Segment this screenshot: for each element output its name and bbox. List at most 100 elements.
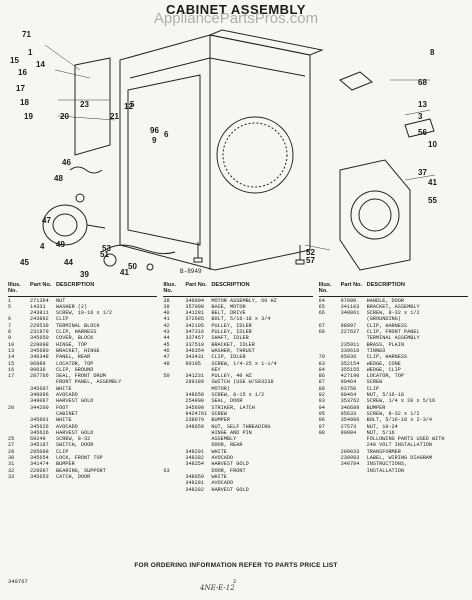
part-description: SCREW, 8-15 x 1/2 <box>211 392 265 399</box>
illus-number: 47 <box>163 354 170 361</box>
part-description: NUT <box>56 297 66 304</box>
part-number: 97090 <box>340 297 357 304</box>
illus-number: 5 <box>8 303 12 310</box>
illus-number: 20 <box>8 404 15 411</box>
part-description: CLIP <box>56 316 69 323</box>
part-description: CLIP, IDLER <box>211 354 246 361</box>
header-illus: Illus. No. <box>163 282 177 295</box>
parts-row: 5 14331 WASHER (2) <box>8 304 157 310</box>
part-number: 289189 <box>185 379 205 386</box>
illus-number: 31 <box>8 461 15 468</box>
part-number <box>341 468 367 474</box>
part-description: CLIP <box>56 448 69 455</box>
illus-number: 9 <box>8 335 12 342</box>
part-description: BELT, DRIVE <box>211 310 246 317</box>
parts-row: INSTALLATION <box>319 468 468 474</box>
column-header: Illus. No. Part No. DESCRIPTION <box>8 282 158 297</box>
illus-number: 14 <box>8 354 15 361</box>
part-description: SCREW <box>211 410 227 417</box>
header-part: Part No. <box>185 282 207 288</box>
header-description: DESCRIPTION <box>211 282 250 288</box>
illus-number: 17 <box>8 373 15 380</box>
part-description: BOLT, 5/16-18 x 3/4 <box>211 316 271 323</box>
part-number: 348281 <box>185 480 205 487</box>
illus-number: 50 <box>163 373 170 380</box>
header-illus: Illus. No. <box>8 282 21 295</box>
part-number: 337457 <box>185 335 205 342</box>
part-description: WHITE <box>211 448 227 455</box>
part-number: 341474 <box>30 461 49 468</box>
illus-number: 83 <box>318 360 325 367</box>
part-number: 14331 <box>30 303 46 310</box>
part-description: PANEL, REAR <box>56 354 91 361</box>
parts-row: FOLLOWING PARTS USED WITH <box>319 436 468 442</box>
part-number: 90036 <box>30 366 46 373</box>
part-description: CLIP <box>366 385 380 392</box>
illus-number: 32 <box>8 467 15 474</box>
part-description: ASSEMBLY <box>211 436 237 443</box>
callout-number: 12 <box>124 102 133 111</box>
illus-number: 87 <box>318 379 325 386</box>
callout-number: 6 <box>164 130 169 139</box>
part-description: CLIP, FRONT PANEL <box>366 329 420 336</box>
part-number: 254800 <box>185 398 205 405</box>
callout-number: 21 <box>110 112 119 121</box>
callout-number: 14 <box>36 60 45 69</box>
callout-number: 9 <box>152 136 157 145</box>
part-description: HANDLE, DOOR <box>366 297 405 304</box>
part-number: 271364 <box>30 297 49 304</box>
part-number: 243811 <box>30 310 49 317</box>
part-description: COVER, BLOCK <box>56 335 94 342</box>
part-number: 354986 <box>340 417 360 424</box>
part-description: HARVEST GOLD <box>211 486 249 493</box>
part-number: 345626 <box>30 423 49 430</box>
part-description: (GROUNDING) <box>366 316 401 323</box>
part-description: AVOCADO <box>56 392 78 399</box>
part-description: 240 VOLT INSTALLATION <box>366 442 433 449</box>
illus-number: 41 <box>163 316 170 323</box>
illus-number: 39 <box>163 303 170 310</box>
part-number: 344200 <box>30 404 49 411</box>
part-description: CLIP, HARNESS <box>56 329 97 336</box>
callout-number: 48 <box>54 174 63 183</box>
part-description: LABEL, WIRING DIAGRAM <box>366 455 433 462</box>
part-description: WASHER (2) <box>56 303 88 310</box>
part-description: NUT, 5/16-18 <box>366 392 405 399</box>
part-description: NUT, 10-24 <box>366 423 398 430</box>
part-description: SCREW, 10-16 x 1/2 <box>56 310 113 317</box>
callout-number: 46 <box>62 158 71 167</box>
page-number: 2 <box>233 578 237 585</box>
part-description: AVOCADO <box>211 455 234 462</box>
exploded-diagram <box>42 29 436 271</box>
part-number: 345680 <box>30 347 49 354</box>
part-number: 98997 <box>340 322 357 329</box>
part-description: STRIKER, LATCH <box>211 404 255 411</box>
part-number: 345653 <box>30 473 49 480</box>
illus-number: 38 <box>163 297 170 304</box>
illus-number: 28 <box>8 448 15 455</box>
